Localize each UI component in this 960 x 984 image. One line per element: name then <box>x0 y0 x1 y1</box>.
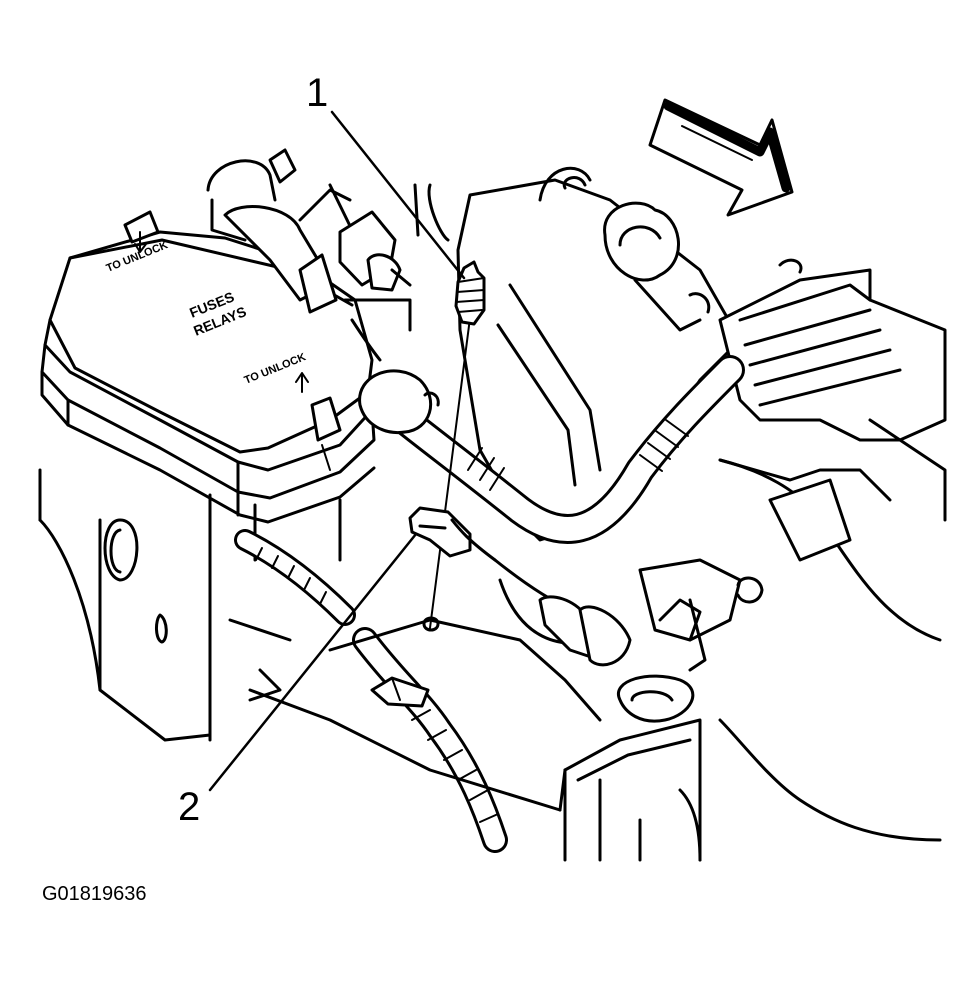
cowl-panel-lines <box>228 618 602 812</box>
coolant-hoses <box>358 355 745 544</box>
left-body-panel <box>38 468 342 742</box>
direction-arrow-icon <box>648 98 794 217</box>
wiring-harness <box>234 529 508 853</box>
hose-fitting-assembly <box>493 458 942 672</box>
oil-filler-cap <box>603 201 711 332</box>
dipstick-tube-bracket <box>408 506 497 562</box>
figure-id: G01819636 <box>42 883 147 905</box>
lower-mount-bracket <box>563 674 942 862</box>
leader-lines <box>208 110 466 792</box>
engine-block <box>718 258 947 522</box>
callout-1: 1 <box>306 71 328 115</box>
callout-2: 2 <box>178 785 200 829</box>
relay-connectors <box>206 148 412 362</box>
